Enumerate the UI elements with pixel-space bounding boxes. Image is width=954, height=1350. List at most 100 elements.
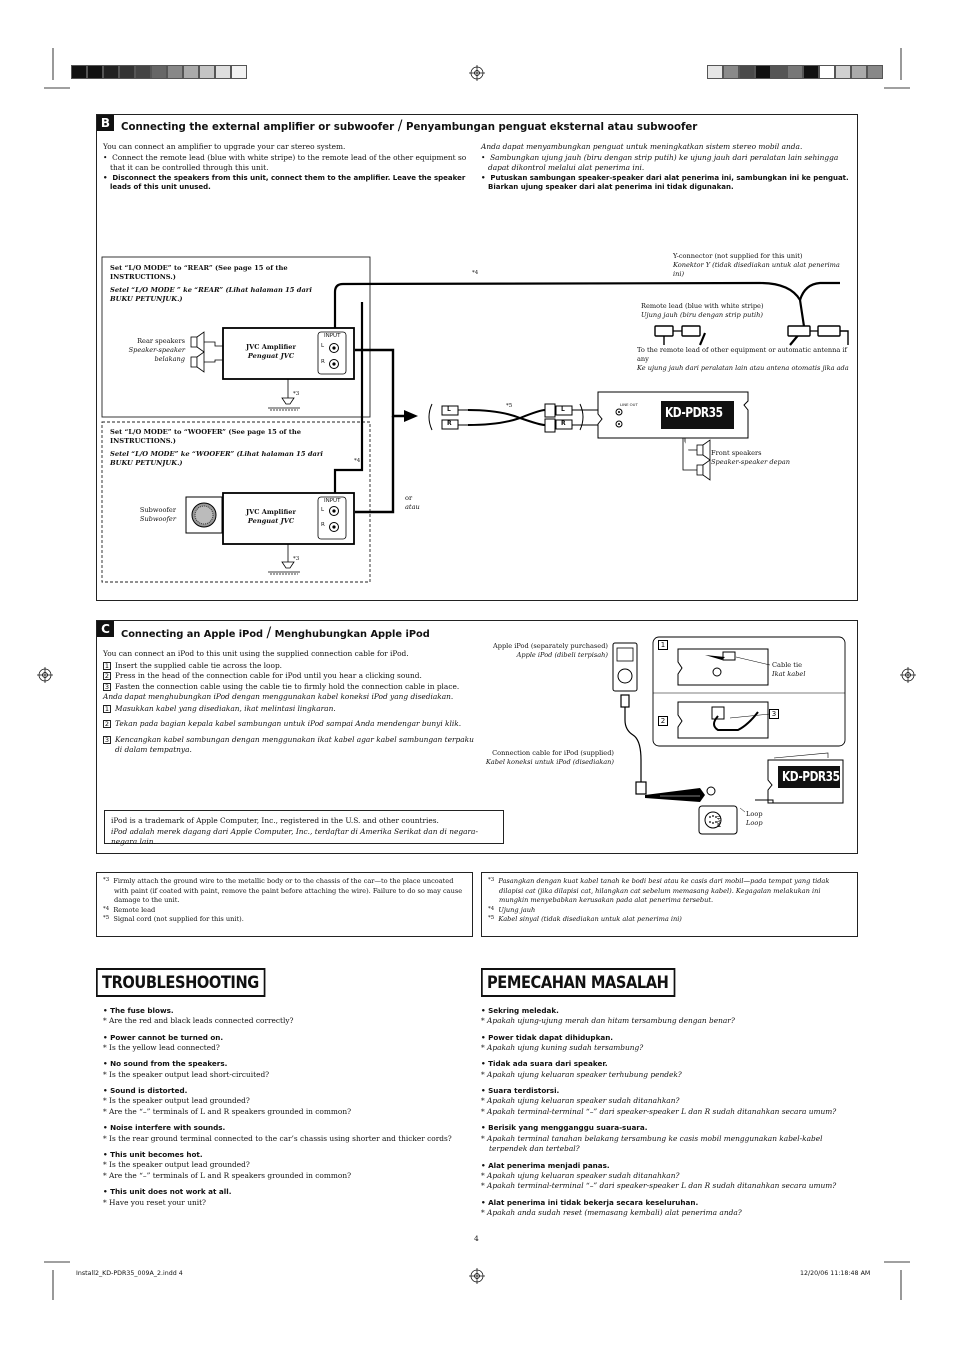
- pemecahan-heading: PEMECAHAN MASALAH: [481, 968, 676, 997]
- pemecahan-list: • Sekring meledak.* Apakah ujung-ujung m…: [481, 1006, 853, 1225]
- r-label-2: R: [321, 522, 325, 528]
- troubleshooting-check: * Are the red and black leads connected …: [103, 1016, 294, 1026]
- right-color-bar-swatch: [819, 65, 835, 79]
- amp-label: JVC Amplifier: [246, 343, 296, 351]
- rear-mode-note-en: Set “L/O MODE” to “REAR” (See page 15 of…: [110, 264, 288, 282]
- fn-en-5: Signal cord (not supplied for this unit)…: [113, 915, 244, 924]
- intro-en: You can connect an amplifier to upgrade …: [103, 142, 346, 151]
- pemecahan-item: • Alat penerima menjadi panas.* Apakah u…: [481, 1161, 853, 1192]
- section-b-tag: B: [97, 115, 114, 131]
- section-b-text-id: Anda dapat menyambungkan penguat untuk m…: [481, 142, 851, 193]
- woofer-mode-note-en: Set “L/O MODE” to “WOOFER” (See page 15 …: [110, 428, 301, 446]
- left-color-bar-swatch: [119, 65, 135, 79]
- front-speakers-label-id: Speaker-speaker depan: [711, 457, 790, 466]
- footnotes-en-box: *3 Firmly attach the ground wire to the …: [96, 872, 473, 937]
- fn-en-mark-5: *5: [103, 915, 110, 922]
- pemecahan-check: * Apakah ujung keluaran speaker sudah di…: [481, 1096, 680, 1106]
- y-connector-label: Y-connector (not supplied for this unit): [673, 252, 803, 260]
- troubleshooting-item: • Power cannot be turned on.* Is the yel…: [103, 1033, 473, 1054]
- fn-id-3: Pasangkan dengan kuat kabel tanah ke bod…: [498, 877, 830, 905]
- fn-id-mark-4: *4: [488, 905, 495, 912]
- trademark-en: iPod is a trademark of Apple Computer, I…: [111, 816, 439, 825]
- fn-en-mark-4: *4: [103, 905, 110, 912]
- loop-label-id: Loop: [746, 818, 763, 827]
- section-c-frame: [96, 620, 858, 854]
- ipod-head-unit-model: KD-PDR35: [782, 770, 840, 785]
- section-b-frame: [96, 114, 858, 601]
- troubleshooting-symptom: • No sound from the speakers.: [103, 1059, 228, 1069]
- right-color-bar-swatch: [867, 65, 883, 79]
- troubleshooting-item: • This unit becomes hot.* Is the speaker…: [103, 1150, 473, 1181]
- cable-tie-label: Cable tie: [772, 661, 802, 669]
- rca-r-right: R: [561, 420, 566, 427]
- ipod-intro-en: You can connect an iPod to this unit usi…: [103, 649, 409, 658]
- head-unit-model: KD-PDR35: [665, 406, 723, 421]
- troubleshooting-symptom: • This unit becomes hot.: [103, 1150, 203, 1160]
- right-color-bar: [707, 65, 883, 79]
- front-speakers-label: Front speakers: [711, 449, 762, 457]
- loop-label: Loop: [746, 810, 763, 818]
- troubleshooting-symptom: • Power cannot be turned on.: [103, 1032, 224, 1042]
- ipod-label-id: Apple iPod (dibeli terpisah): [516, 650, 608, 659]
- amp-label-id: Penguat JVC: [247, 351, 295, 360]
- page-number: 4: [474, 1234, 479, 1243]
- bullet2-id: Putuskan sambungan speaker-speaker dari …: [488, 173, 849, 192]
- pemecahan-item: • Sekring meledak.* Apakah ujung-ujung m…: [481, 1006, 853, 1027]
- troubleshooting-check: * Are the “–” terminals of L and R speak…: [103, 1170, 352, 1180]
- subwoofer-label: Subwoofer: [139, 506, 176, 514]
- troubleshooting-symptom: • Sound is distorted.: [103, 1086, 188, 1096]
- input-label-2: INPUT: [324, 498, 341, 504]
- pemecahan-item: • Alat penerima ini tidak bekerja secara…: [481, 1198, 853, 1219]
- ipod-intro-id: Anda dapat menghubungkan iPod dengan men…: [103, 692, 454, 702]
- or-label-id: atau: [405, 502, 420, 511]
- troubleshooting-symptom: • This unit does not work at all.: [103, 1187, 232, 1197]
- left-color-bar-swatch: [183, 65, 199, 79]
- fn-id-mark-5: *5: [488, 915, 495, 922]
- pemecahan-symptom: • Alat penerima menjadi panas.: [481, 1160, 610, 1170]
- pemecahan-item: • Tidak ada suara dari speaker.* Apakah …: [481, 1059, 853, 1080]
- pemecahan-check: * Apakah ujung keluaran speaker sudah di…: [481, 1170, 680, 1180]
- pemecahan-check: * Apakah ujung-ujung merah dan hitam ter…: [481, 1016, 735, 1026]
- troubleshooting-check: * Is the yellow lead connected?: [103, 1042, 220, 1052]
- left-color-bar-swatch: [151, 65, 167, 79]
- right-color-bar-swatch: [723, 65, 739, 79]
- troubleshooting-check: * Is the speaker output lead grounded?: [103, 1160, 250, 1170]
- bullet1-en: Connect the remote lead (blue with white…: [110, 152, 467, 173]
- troubleshooting-item: • Noise interfere with sounds.* Is the r…: [103, 1123, 473, 1144]
- left-color-bar-swatch: [71, 65, 87, 79]
- pemecahan-symptom: • Berisik yang mengganggu suara-suara.: [481, 1123, 648, 1133]
- right-color-bar-swatch: [755, 65, 771, 79]
- remote-lead-label: Remote lead (blue with white stripe): [641, 302, 764, 310]
- cable-label: Connection cable for iPod (supplied): [492, 749, 614, 757]
- left-color-bar-swatch: [199, 65, 215, 79]
- footnote-mark-star4-b: *4: [354, 458, 361, 464]
- troubleshooting-item: • The fuse blows.* Are the red and black…: [103, 1006, 473, 1027]
- right-color-bar-swatch: [787, 65, 803, 79]
- left-color-bar-swatch: [231, 65, 247, 79]
- remote-lead-label-id: Ujung jauh (biru dengan strip putih): [641, 310, 763, 319]
- rear-mode-note-id: Setel “L/O MODE ” ke “REAR” (Lihat halam…: [110, 286, 312, 304]
- cable-tie-label-id: Ikat kabel: [772, 669, 806, 678]
- pemecahan-symptom: • Tidak ada suara dari speaker.: [481, 1059, 608, 1069]
- left-color-bar-swatch: [215, 65, 231, 79]
- section-c-steps: You can connect an iPod to this unit usi…: [103, 649, 483, 756]
- trademark-box: iPod is a trademark of Apple Computer, I…: [104, 810, 504, 846]
- amp-label-2: JVC Amplifier: [246, 508, 296, 516]
- footnote-mark-star3-b: *3: [293, 556, 300, 562]
- pemecahan-item: • Suara terdistorsi.* Apakah ujung kelua…: [481, 1086, 853, 1117]
- intro-id: Anda dapat menyambungkan penguat untuk m…: [481, 142, 803, 151]
- pemecahan-symptom: • Sekring meledak.: [481, 1006, 559, 1015]
- footer-filename: Install2_KD-PDR35_009A_2.indd 4: [76, 1270, 183, 1277]
- troubleshooting-item: • No sound from the speakers.* Is the sp…: [103, 1059, 473, 1080]
- rca-l-left: L: [447, 406, 451, 413]
- subwoofer-label-id: Subwoofer: [139, 514, 176, 523]
- remote-target-label-id: Ke ujung jauh dari peralatan lain atau a…: [637, 363, 849, 372]
- left-color-bar-swatch: [135, 65, 151, 79]
- rca-l-right: L: [561, 406, 565, 413]
